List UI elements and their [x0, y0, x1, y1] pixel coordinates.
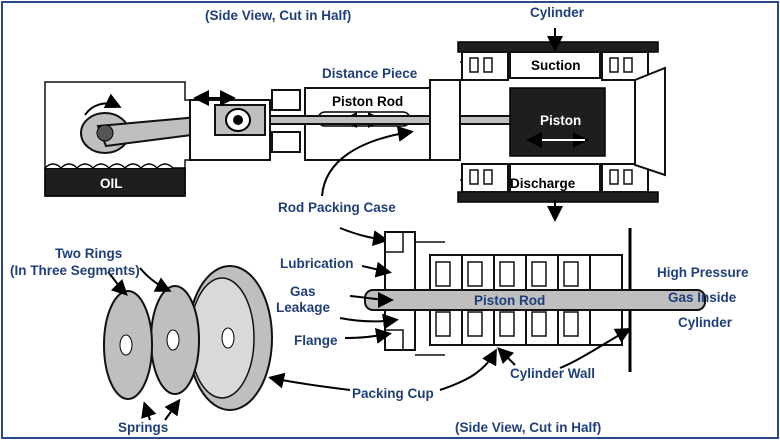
- rotation-arrow: [84, 93, 122, 116]
- high-pressure-label-3: Cylinder: [678, 315, 733, 330]
- oil-sump: [44, 167, 186, 197]
- gas-label: Gas: [290, 284, 316, 299]
- cylinder-bottom-plate: [457, 191, 659, 203]
- oil-label: OIL: [100, 176, 123, 191]
- two-rings-label: Two Rings: [55, 246, 122, 261]
- two-rings-sub-label: (In Three Segments): [10, 263, 140, 278]
- distance-piece-label: Distance Piece: [322, 66, 418, 81]
- discharge-label: Discharge: [510, 176, 576, 191]
- discharge-port: [509, 163, 601, 193]
- bottom-caption: (Side View, Cut in Half): [455, 420, 601, 435]
- high-pressure-label-2: Gas Inside: [668, 290, 737, 305]
- crosshead: [189, 89, 301, 161]
- piston-rod-top-label: Piston Rod: [332, 94, 403, 109]
- piston-rod-bottom-label: Piston Rod: [474, 293, 545, 308]
- flange-label: Flange: [294, 333, 338, 348]
- packing-case-detail: [364, 228, 706, 372]
- cylinder-label: Cylinder: [530, 5, 585, 20]
- top-caption: (Side View, Cut in Half): [205, 8, 351, 23]
- piston-block: [509, 87, 606, 157]
- suction-label: Suction: [531, 58, 581, 73]
- packing-cup-label: Packing Cup: [352, 386, 434, 401]
- rings-assembly: [103, 265, 273, 421]
- high-pressure-label-1: High Pressure: [657, 265, 749, 280]
- rod-packing-case-label: Rod Packing Case: [278, 200, 396, 215]
- cylinder-top-plate: [457, 41, 659, 53]
- piston-rod-detail: [364, 289, 706, 311]
- piston-label: Piston: [540, 113, 581, 128]
- leakage-label: Leakage: [276, 300, 331, 315]
- cylinder-head: [634, 66, 666, 177]
- cylinder-wall-label: Cylinder Wall: [510, 366, 595, 381]
- lubrication-label: Lubrication: [280, 256, 354, 271]
- springs-label: Springs: [118, 420, 168, 435]
- piston-rod-shaft: [269, 115, 531, 125]
- cylinder-body: [429, 28, 666, 222]
- suction-port: [509, 51, 601, 79]
